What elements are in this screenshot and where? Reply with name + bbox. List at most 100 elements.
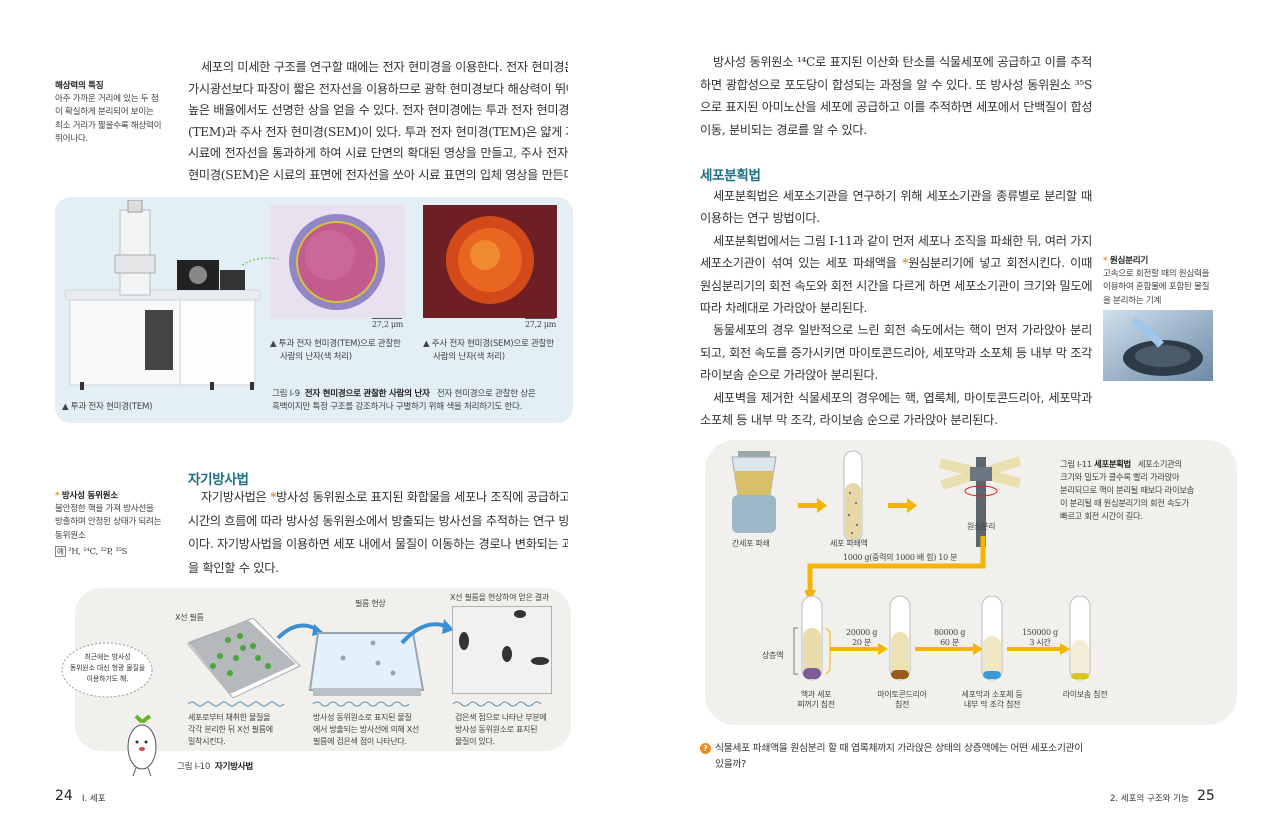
spin-force: 20000 g <box>846 628 878 637</box>
page-number: 25 <box>1197 788 1215 804</box>
sem-egg-image <box>423 205 557 318</box>
text-line: (TEM)과 주사 전자 현미경(SEM)이 있다. 투과 전자 현미경(TEM… <box>188 124 568 139</box>
autoradiography-process-illustration <box>187 618 425 698</box>
text-line: 세포의 미세한 구조를 연구할 때에는 전자 현미경을 이용한다. 전자 현미경… <box>201 60 568 74</box>
figure-10-caption: 그림 I-10 자기방사법 <box>177 761 253 774</box>
figure-9-caption: 그림 I-9 전자 현미경으로 관찰한 사람의 난자 전자 현미경으로 관찰한 … <box>272 388 572 414</box>
sidenote-centrifuge: * 원심분리기 고속으로 회전할 때의 원심력을 이용하여 혼합물에 포함된 물… <box>1103 255 1218 308</box>
question-text: 식물세포 파쇄액을 원심분리 할 때 엽록체까지 가라앉은 상태의 상층액에는 … <box>715 741 1083 773</box>
text-line: 하면 광합성으로 포도당이 합성되는 과정을 알 수 있다. 또 방사성 동위원… <box>700 77 1092 92</box>
speech-line: 이용하기도 해. <box>86 675 129 683</box>
text-line: 이다. 자기방사법을 이용하면 세포 내에서 물질이 이동하는 경로나 변화되는… <box>188 537 568 551</box>
text-span: 세포소기관이 섞여 있는 세포 파쇄액을 <box>700 256 903 271</box>
tem-scale-bar: 27,2 μm <box>372 318 404 329</box>
speech-text: 최근에는 방사성 동위원소 대신 형광 물질을 이용하기도 해. <box>60 652 155 685</box>
intro-paragraph: 세포의 미세한 구조를 연구할 때에는 전자 현미경을 이용한다. 전자 현미경… <box>188 57 568 186</box>
tube-mitochondria <box>889 595 911 681</box>
text-line: 따라 차례대로 가라앉아 분리된다. <box>700 300 868 315</box>
autoradiography-paragraph: 자기방사법은 *방사성 동위원소로 표지된 화합물을 세포나 조직에 공급하고 … <box>188 486 568 580</box>
caption-line: 사람의 난자(색 처리) <box>433 352 505 362</box>
sidenote-line: 불안정한 핵을 가져 방사선을 <box>55 504 154 515</box>
spin-time: 3 시간 <box>1029 638 1051 647</box>
text-line: 가시광선보다 파장이 짧은 전자선을 이용하므로 광학 현미경보다 해상력이 뛰… <box>188 81 568 96</box>
arrow-icon <box>888 498 917 513</box>
developed-film-image <box>452 606 552 694</box>
footer-section: 2. 세포의 구조와 기능 <box>1110 794 1189 804</box>
sem-scale-bar: 27,2 μm <box>525 318 557 329</box>
speech-line: 동위원소 대신 형광 물질을 <box>69 664 146 672</box>
sidenote-title: 방사성 동위원소 <box>61 491 118 501</box>
caption-line: 사람의 난자(색 처리) <box>280 352 352 362</box>
text-line: 세포소기관이 섞여 있는 세포 파쇄액을 *원심분리기에 넣고 회전시킨다. 이… <box>700 252 1092 274</box>
wavy-dividers <box>188 701 542 707</box>
page-number: 24 <box>55 788 73 804</box>
blue-arrow-icon <box>400 619 454 645</box>
question-icon: ? <box>700 743 711 754</box>
figure-label: 그림 I-9 <box>272 389 300 399</box>
text-line: 이동, 분비되는 경로를 알 수 있다. <box>700 122 867 137</box>
caption-line: 전자 현미경으로 관찰한 상은 <box>436 389 536 399</box>
mascot-character <box>127 714 157 777</box>
first-spin-condition: 1000 g(중력의 1000 배 힘) 10 분 <box>843 553 958 562</box>
caption-line: 방사성 동위원소로 표지된 물질 <box>313 713 412 722</box>
text-span: 방사성 동위원소로 표지된 화합물을 세포나 조직에 공급하고 <box>276 490 568 504</box>
caption-line: 각각 분리한 뒤 X선 필름에 <box>188 725 273 734</box>
sidenote-line: 이 확실하게 분리되어 보이는 <box>55 107 154 118</box>
text-line: 원심분리기의 회전 속도와 회전 시간을 다르게 하면 세포소기관이 크기와 밀… <box>700 278 1092 293</box>
test-tube-homogenate <box>843 450 863 542</box>
blender-label: 간세포 파쇄 <box>732 539 770 548</box>
centrifugation-tubes <box>793 595 1091 681</box>
sidenote-resolution: 해상력의 특징 아주 가까운 거리에 있는 두 점 이 확실하게 분리되어 보이… <box>55 80 165 146</box>
pellet-label-line: 찌꺼기 침전 <box>797 700 835 709</box>
spin-time: 20 분 <box>852 638 871 647</box>
tem-egg-image <box>270 205 405 318</box>
pellet-label-line: 핵과 세포 <box>800 690 832 699</box>
example-isotopes: ³H, ¹⁴C, ³²P, ³⁵S <box>68 546 128 557</box>
sidenote-line: 뛰어나다. <box>55 133 88 144</box>
sidenote-line: 방출하며 안정된 상태가 되려는 <box>55 517 162 528</box>
pellet-label-line: 마이토콘드리아 <box>877 690 927 699</box>
question-line: 있을까? <box>715 759 747 770</box>
sidenote-title: 해상력의 특징 <box>55 81 104 91</box>
section-heading-cell-fractionation: 세포분획법 <box>700 168 761 184</box>
pellet-label-line: 침전 <box>894 700 910 709</box>
caption-line: 필름에 검은색 점이 나타난다. <box>313 737 407 746</box>
fractionation-top-illustration <box>731 450 1022 547</box>
text-line: 현미경(SEM)은 시료의 표면에 전자선을 쏘아 시료 표면의 입체 영상을 … <box>188 167 568 182</box>
figure-title: 전자 현미경으로 관찰한 사람의 난자 <box>304 389 430 399</box>
caption-line: 흑백이지만 특정 구조를 강조하거나 구별하기 위해 색을 처리하기도 한다. <box>272 402 523 412</box>
footer-section: I. 세포 <box>82 794 106 804</box>
caption-line: ▲ 주사 전자 현미경(SEM)으로 관찰한 <box>423 339 554 349</box>
text-line: 높은 배율에서도 선명한 상을 얻을 수 있다. 전자 현미경에는 투과 전자 … <box>188 103 568 117</box>
sidenote-line: 을 분리하는 기계 <box>1103 295 1162 306</box>
caption-line: 이 분리될 때 원심분리기의 회전 속도가 <box>1060 498 1190 508</box>
result-label: X선 필름을 현상하여 얻은 결과 <box>450 593 549 602</box>
pellet-label-line: 내부 막 조각 침전 <box>963 700 1021 709</box>
spin-time: 60 분 <box>940 638 959 647</box>
pellet-label-line: 라이보솜 침전 <box>1062 690 1108 699</box>
example-badge: 예 <box>55 545 66 557</box>
sidenote-title: 원심분리기 <box>1109 256 1148 266</box>
cell-fractionation-paragraph: 세포분획법은 세포소기관을 연구하기 위해 세포소기관을 종류별로 분리할 때 … <box>700 185 1092 431</box>
spin-force: 80000 g <box>934 628 966 637</box>
arrow-icon <box>798 498 827 513</box>
figure-label: 그림 I-10 <box>177 762 211 772</box>
caption-line: 세포로부터 채취한 물질을 <box>188 713 271 722</box>
text-line: 이용하는 연구 방법이다. <box>700 211 820 226</box>
tem-microscope-image <box>64 200 261 390</box>
asterisk-icon: * <box>270 490 277 504</box>
blender-icon <box>731 451 777 533</box>
caption-line: 에서 방출되는 방사선에 의해 X선 <box>313 725 419 734</box>
figure-title: 세포분획법 <box>1094 459 1131 469</box>
right-intro-paragraph: 방사성 동위원소 ¹⁴C로 표지된 이산화 탄소를 식물세포에 공급하고 이를 … <box>700 51 1092 141</box>
step-3-caption: 검은색 점으로 나타난 부분에 방사성 동위원소로 표지된 물질이 있다. <box>455 712 547 748</box>
text-line: 라이보솜 순으로 가라앉아 분리된다. <box>700 368 878 383</box>
text-line: 시간의 흐름에 따라 방사성 동위원소에서 방출되는 방사선을 추적하는 연구 … <box>188 513 568 528</box>
question-line: 식물세포 파쇄액을 원심분리 할 때 엽록체까지 가라앉은 상태의 상층액에는 … <box>715 743 1083 754</box>
text-line: 으로 표지된 아미노산을 세포에 공급하고 이를 추적하면 세포에서 단백질이 … <box>700 100 1092 115</box>
